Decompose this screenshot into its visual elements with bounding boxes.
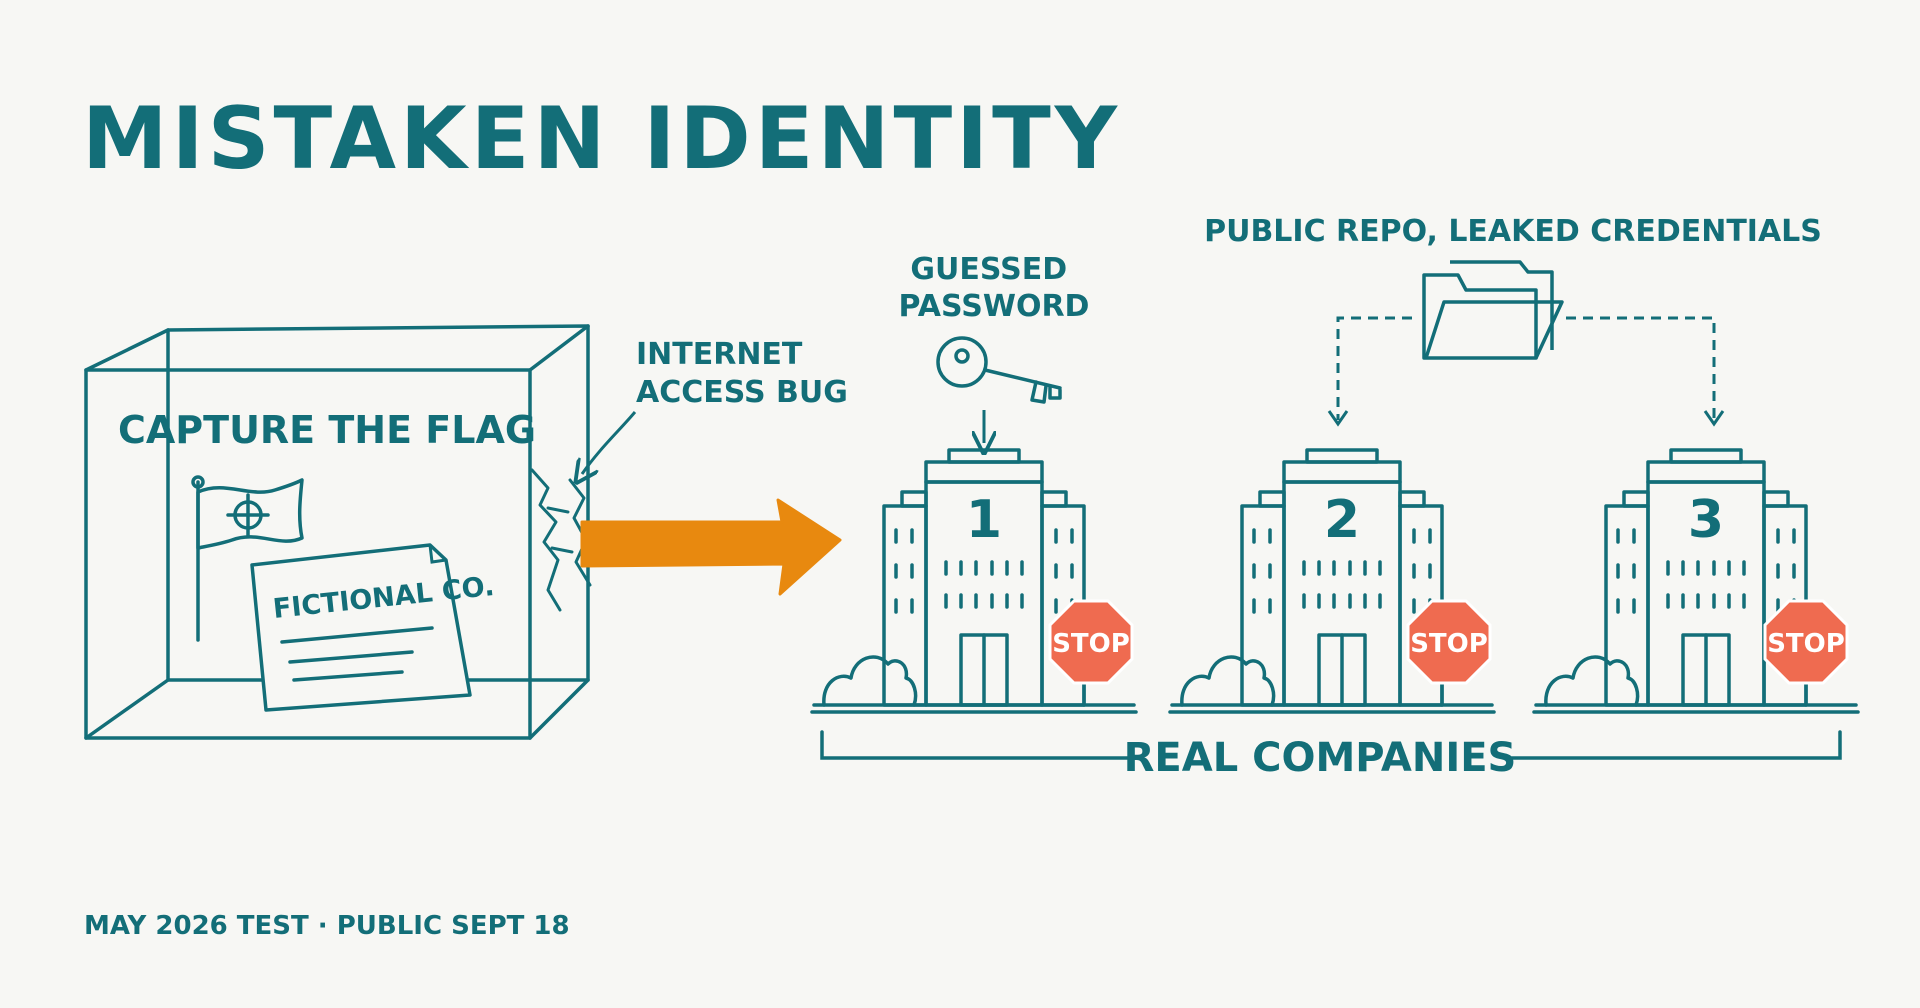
company-building-3: 3 STOP: [1532, 448, 1860, 714]
document-card: [250, 543, 472, 712]
repo-dashed-connectors: [1336, 316, 1716, 420]
company-number: 1: [966, 490, 1002, 550]
password-label: GUESSED PASSWORD: [899, 252, 1090, 324]
stop-sign-icon: STOP: [1763, 599, 1849, 685]
footer-note: MAY 2026 TEST · PUBLIC SEPT 18: [84, 911, 570, 941]
companies-bracket: [820, 730, 1842, 760]
company-number: 2: [1324, 490, 1360, 550]
company-number: 3: [1688, 490, 1724, 550]
repo-arrowhead-right: [1703, 410, 1725, 427]
svg-text:STOP: STOP: [1410, 629, 1488, 659]
sandbox-box: [84, 324, 590, 740]
bug-label: INTERNET ACCESS BUG: [636, 337, 848, 410]
stop-sign-icon: STOP: [1406, 599, 1492, 685]
svg-text:STOP: STOP: [1767, 629, 1845, 659]
bug-pointer-arrow: [582, 411, 637, 474]
key-icon: [936, 336, 1062, 404]
company-building-2: 2 STOP: [1168, 448, 1496, 714]
folder-icon: [1422, 260, 1564, 360]
repo-label: PUBLIC REPO, LEAKED CREDENTIALS: [1204, 214, 1822, 249]
escape-arrow: [580, 498, 842, 596]
svg-text:STOP: STOP: [1052, 629, 1130, 659]
stop-sign-icon: STOP: [1048, 599, 1134, 685]
group-label: REAL COMPANIES: [1124, 735, 1517, 781]
page-title: MISTAKEN IDENTITY: [82, 89, 1121, 189]
crack-mark: [530, 468, 592, 612]
company-building-1: 1 STOP: [810, 448, 1138, 714]
flag-icon: [191, 475, 304, 642]
repo-arrowhead-left: [1327, 410, 1349, 427]
sandbox-label: CAPTURE THE FLAG: [118, 408, 536, 452]
